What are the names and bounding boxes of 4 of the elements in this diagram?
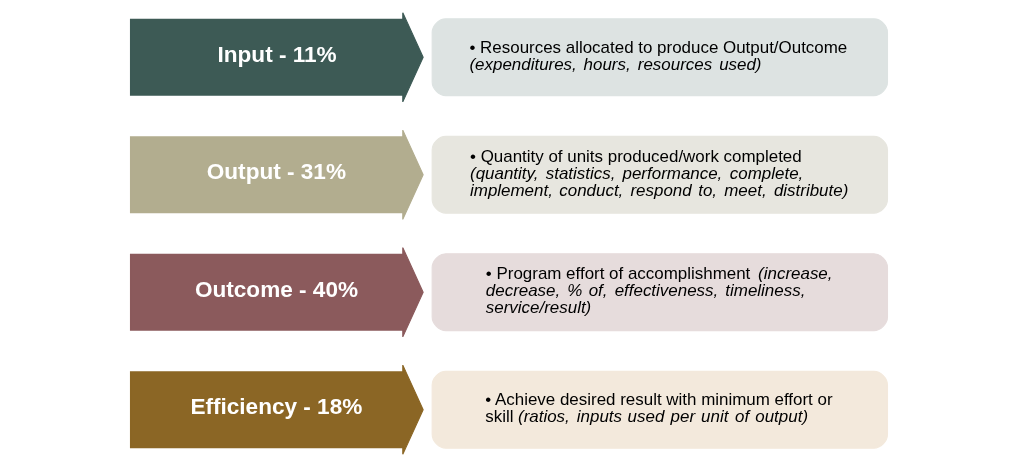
node-box: • Program effort of accomplishment (increase, decrease, % of, effectiveness, timeliness, service/result) [431,253,889,332]
node-box: • Resources allocated to produce Output/Outcome (expenditures, hours, resources used) [431,18,889,97]
node-box: • Quantity of units produced/work completed (quantity, statistics, performance, complete, implement, conduct, respond to, meet, distribute) [431,135,889,214]
node-box: • Achieve desired result with minimum effort or skill (ratios, inputs used per unit of output) [431,370,889,449]
